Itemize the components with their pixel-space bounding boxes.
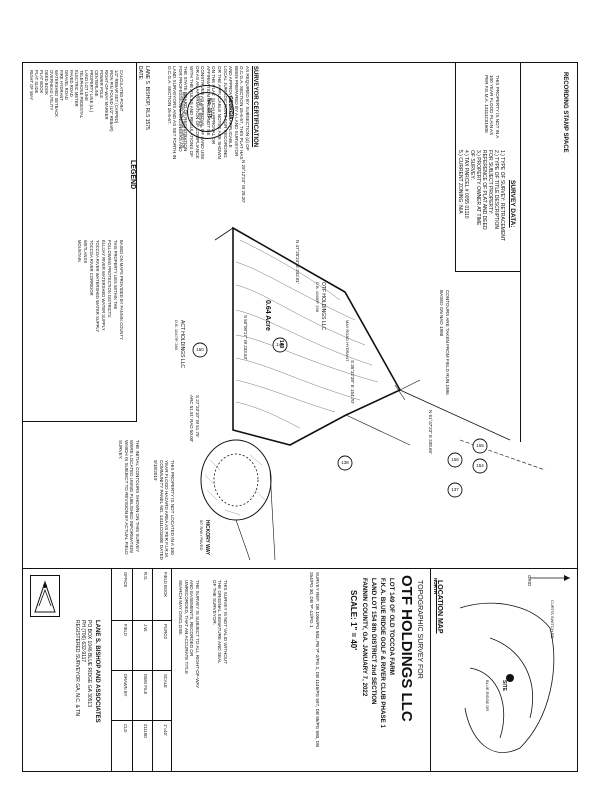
bearing-0: N 29°12'23" W 28.20' [241, 160, 246, 203]
north-arrow-head [564, 575, 570, 581]
lot-label-150: 150 [196, 347, 204, 352]
grid-cell-5: J.W. [143, 624, 148, 633]
recording-stamp-box [520, 62, 578, 442]
location-road-2 [489, 637, 533, 719]
cul-de-sac-inner [213, 453, 259, 507]
bearing-5: ARC 51.91' RAD 50.00' [189, 395, 194, 442]
company-address: PO BOX 1046 BLUE RIDGE GA 30513 [86, 620, 92, 707]
location-site: SITE [501, 680, 507, 692]
company-block [22, 568, 112, 772]
road-line-1 [399, 389, 511, 441]
grid-cell-6: DWG FILE [143, 674, 148, 695]
lot-circle-148 [272, 337, 288, 353]
bearing-2: S 50°00'17" W 233.53' [243, 315, 248, 360]
seal-inner-ring [187, 92, 227, 132]
plat-road-name: HICKORY WAY [204, 520, 210, 556]
title-block [22, 568, 578, 772]
grid-cell-0: OFFICE [123, 572, 128, 588]
location-grid: GRID [527, 575, 532, 587]
grid-cell-7: 21119D [143, 724, 148, 739]
bearing-4: S 27°33'10" W 51.75' [195, 395, 200, 438]
page-frame [22, 62, 578, 772]
company-logo [30, 575, 60, 617]
title-scale: SCALE: 1" = 40' [349, 590, 358, 651]
title-note-2: THE SURVEY IS SUBJECT TO ALL RIGHT-OF-WA… [178, 580, 200, 689]
lot-circle-138 [337, 455, 353, 471]
lot-circle-154 [472, 458, 488, 474]
plat-adjacent-ref: D.B. 1047/P. 280 [174, 320, 179, 350]
cul-de-sac-hatching [204, 454, 266, 516]
location-road-label-1: CURTIS SWITCH RD [550, 600, 555, 639]
adjoiner-line [214, 227, 234, 241]
plat-road-sub: 50' R/W / PAVED [199, 520, 204, 551]
lot-label-155: 155 [476, 443, 484, 448]
legend-box [22, 62, 137, 422]
contour-source-note: THE INITIAL CONTOURS SHOWN ON THIS SURVE… [118, 440, 140, 555]
location-road-1 [459, 602, 555, 753]
bearing-3: S 35°32'38" E 154.70' [350, 360, 355, 404]
grid-cell-4: R.G. [143, 572, 148, 581]
title-lot: LOT 149 OF OLD TOCCOA FARM [388, 578, 395, 675]
company-name: LANE S. BISHOP AND ASSOCIATES [94, 620, 100, 723]
cul-de-sac-outer [200, 439, 272, 521]
title-client: OTF HOLDINGS LLC [398, 575, 415, 722]
location-map-drawing [459, 575, 570, 753]
location-road-label-2: BLUE RIDGE DR [485, 680, 490, 712]
grid-cell-3: CLD [123, 724, 128, 733]
title-subtitle: TOPOGRAPHIC SURVEY FOR [416, 580, 423, 679]
plat-owner-ref: D.B. 1066/P. 298 [315, 282, 320, 312]
grid-cell-9: P1/RO2 [163, 624, 168, 639]
title-reference: SURVEY REF: DB 1066/PG 583, PB 'P'-2/PG … [309, 572, 320, 748]
bearing-1: N 47°25'24" E 242.81' [295, 240, 300, 284]
title-note-1: THIS SURVEY IS NOT VALID WITHOUT THE ORI… [211, 580, 228, 664]
plat-adjacent: ACT HOLDINGS LLC [179, 320, 185, 368]
lot-circle-150 [192, 342, 208, 358]
lot-149-boundary [232, 226, 402, 446]
company-registration: REGISTERED SURVEYOR GA, N.C. & TN [74, 620, 80, 716]
surveyor-seal [180, 85, 234, 139]
lot-label-156: 156 [451, 457, 459, 462]
grid-cell-11: 1"=40' [163, 724, 168, 736]
lot-circle-155 [472, 438, 488, 454]
grid-cell-8: FIELD BOOK [163, 572, 168, 598]
lot-label-138: 138 [341, 460, 349, 465]
lot-circle-137 [447, 482, 463, 498]
grid-cell-2: DRAWN BY [123, 674, 128, 697]
lot-label-137: 137 [451, 487, 459, 492]
road-line-2 [345, 414, 411, 446]
title-county: FANNIN COUNTY, GA. JANUARY 7, 2022 [361, 578, 368, 697]
bearing-7: MAY ROAD HYDRANT [345, 320, 350, 362]
lot-label-148: 148 [276, 342, 284, 347]
frame-bottom-strip [22, 772, 578, 782]
lot-circles [192, 337, 488, 498]
company-phone: PH (706) 632-9117 [80, 620, 86, 663]
contour-lines [235, 239, 379, 429]
bearing-6: N 61°47'23" E 238.65' [428, 410, 433, 454]
plat-area: 0.64 Acre [264, 300, 271, 331]
location-road-3 [469, 667, 504, 739]
flood-note: THIS PROPERTY IS NOT LOCATED IN A 100 YE… [153, 460, 175, 560]
location-map [430, 568, 578, 772]
lot-label-154: 154 [476, 463, 484, 468]
plat-owner: OTF HOLDINGS LLC [320, 282, 326, 331]
grid-cell-10: SCALE [163, 674, 168, 688]
location-north: NORTH [433, 578, 438, 594]
location-site-marker [506, 674, 514, 682]
hickory-way-edge [235, 519, 251, 561]
grid-cell-1: FIELD [123, 624, 128, 636]
survey-data-box [455, 62, 520, 272]
lot-circle-156 [447, 452, 463, 468]
title-fka: F.K.A. BLUE RIDGE GOLF & RIVER CLUB PHAS… [379, 578, 386, 728]
title-land-lot: LAND LOT 154 8th DISTRICT 2nd SECTION [370, 578, 377, 705]
